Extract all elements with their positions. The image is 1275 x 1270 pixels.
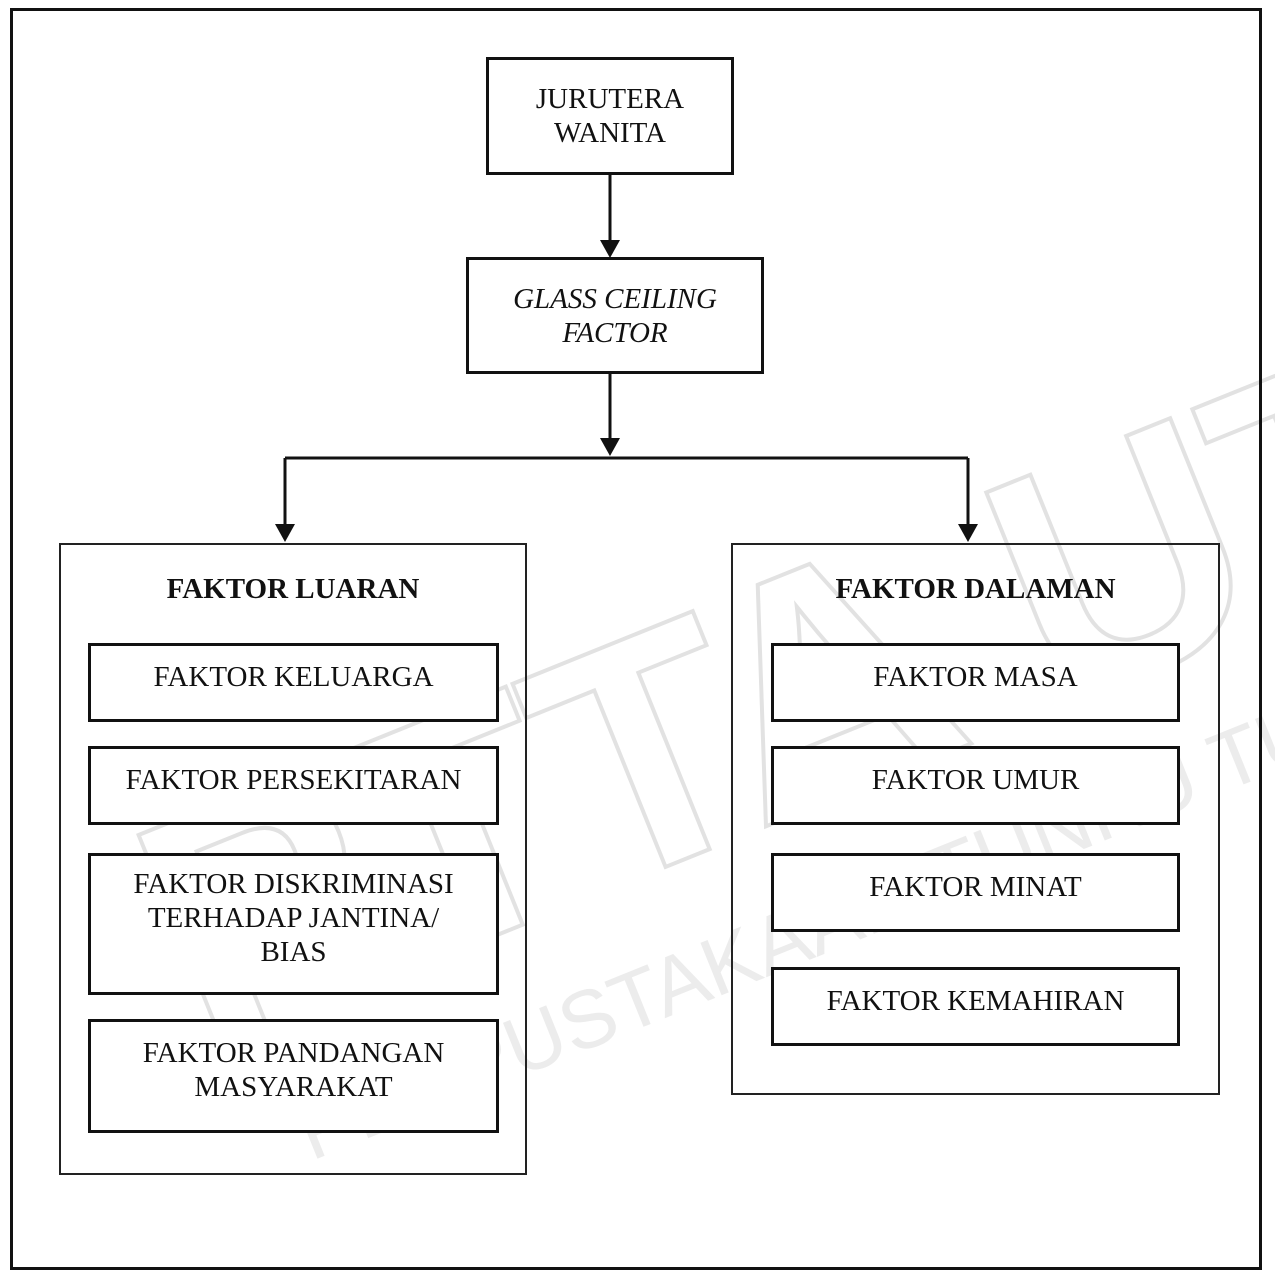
glass-ceiling-line1: GLASS CEILING	[513, 282, 717, 315]
arrowhead-right-branch	[958, 524, 978, 542]
faktor-minat-box: FAKTOR MINAT	[771, 853, 1180, 932]
faktor-luaran-group: FAKTOR LUARAN	[59, 543, 527, 1175]
faktor-kemahiran-label: FAKTOR KEMAHIRAN	[826, 984, 1125, 1017]
faktor-pandangan-box: FAKTOR PANDANGAN MASYARAKAT	[88, 1019, 499, 1133]
jurutera-wanita-line2: WANITA	[553, 117, 667, 149]
faktor-diskriminasi-label: FAKTOR DISKRIMINASI TERHADAP JANTINA/ BI…	[133, 868, 454, 968]
jurutera-wanita-line1: JURUTERA	[535, 83, 685, 115]
faktor-luaran-title: FAKTOR LUARAN	[166, 573, 420, 605]
arrowhead-middle-to-branch	[600, 438, 620, 456]
faktor-diskriminasi-box: FAKTOR DISKRIMINASI TERHADAP JANTINA/ BI…	[88, 853, 499, 995]
faktor-kemahiran-box: FAKTOR KEMAHIRAN	[771, 967, 1180, 1046]
faktor-persekitaran-label: FAKTOR PERSEKITARAN	[125, 763, 462, 796]
faktor-minat-label: FAKTOR MINAT	[869, 870, 1082, 903]
faktor-masa-label: FAKTOR MASA	[873, 660, 1078, 693]
faktor-masa-box: FAKTOR MASA	[771, 643, 1180, 722]
arrowhead-left-branch	[275, 524, 295, 542]
faktor-pandangan-label: FAKTOR PANDANGAN MASYARAKAT	[142, 1037, 445, 1103]
glass-ceiling-line2: FACTOR	[562, 316, 668, 349]
faktor-persekitaran-box: FAKTOR PERSEKITARAN	[88, 746, 499, 825]
faktor-umur-label: FAKTOR UMUR	[871, 763, 1080, 796]
arrowhead-top-to-middle	[600, 240, 620, 258]
jurutera-wanita-box: JURUTERA WANITA	[486, 57, 734, 175]
faktor-dalaman-title: FAKTOR DALAMAN	[835, 573, 1116, 605]
faktor-keluarga-box: FAKTOR KELUARGA	[88, 643, 499, 722]
glass-ceiling-factor-box: GLASS CEILING FACTOR	[466, 257, 764, 374]
faktor-dalaman-group: FAKTOR DALAMAN	[731, 543, 1220, 1095]
faktor-umur-box: FAKTOR UMUR	[771, 746, 1180, 825]
faktor-keluarga-label: FAKTOR KELUARGA	[153, 660, 434, 693]
